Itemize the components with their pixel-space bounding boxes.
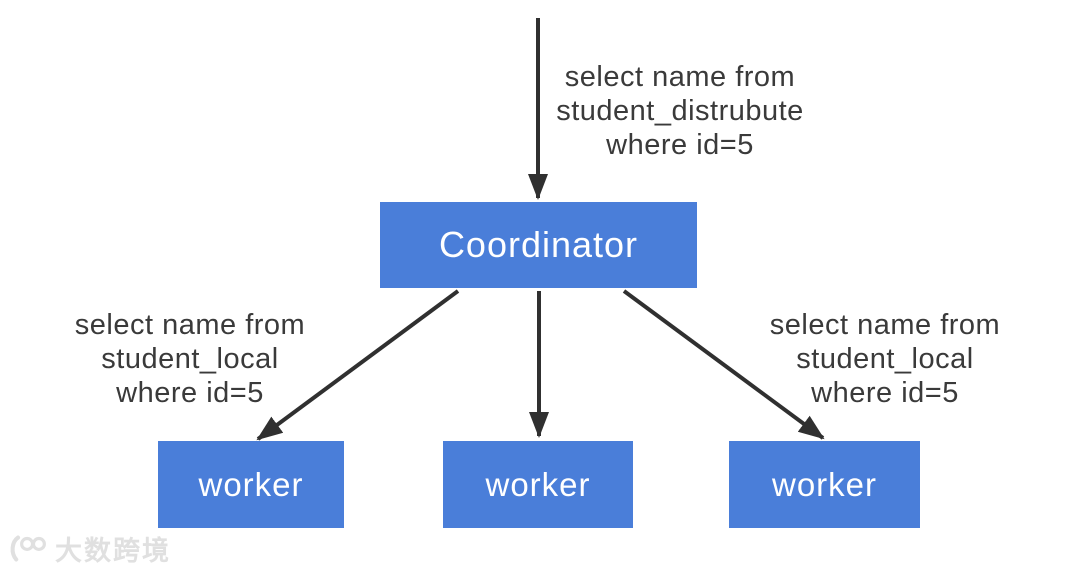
coordinator-node: Coordinator [380, 202, 697, 288]
worker-node-label: worker [485, 465, 591, 503]
worker-node-2: worker [443, 441, 633, 528]
query-label-local-right: select name from student_local where id=… [730, 308, 1040, 410]
watermark: 大数跨境 [8, 529, 171, 568]
query-line: student_local [796, 343, 974, 375]
worker-node-1: worker [158, 441, 344, 528]
query-label-local-left: select name from student_local where id=… [35, 308, 345, 410]
query-line: select name from [769, 309, 1001, 341]
query-line: student_local [101, 343, 279, 375]
worker-node-3: worker [729, 441, 920, 528]
query-line: where id=5 [811, 377, 959, 409]
query-label-distribute: select name from student_distrubute wher… [520, 60, 840, 162]
watermark-brand-text: 大数跨境 [55, 536, 171, 566]
query-line: select name from [564, 61, 796, 93]
worker-node-label: worker [198, 465, 304, 503]
coordinator-node-label: Coordinator [438, 224, 639, 265]
worker-node-label: worker [771, 465, 878, 503]
query-line: student_distrubute [556, 95, 804, 127]
query-line: select name from [74, 309, 306, 341]
brand-100-logo-icon [10, 535, 46, 562]
query-line: where id=5 [116, 377, 264, 409]
query-line: where id=5 [606, 129, 754, 161]
